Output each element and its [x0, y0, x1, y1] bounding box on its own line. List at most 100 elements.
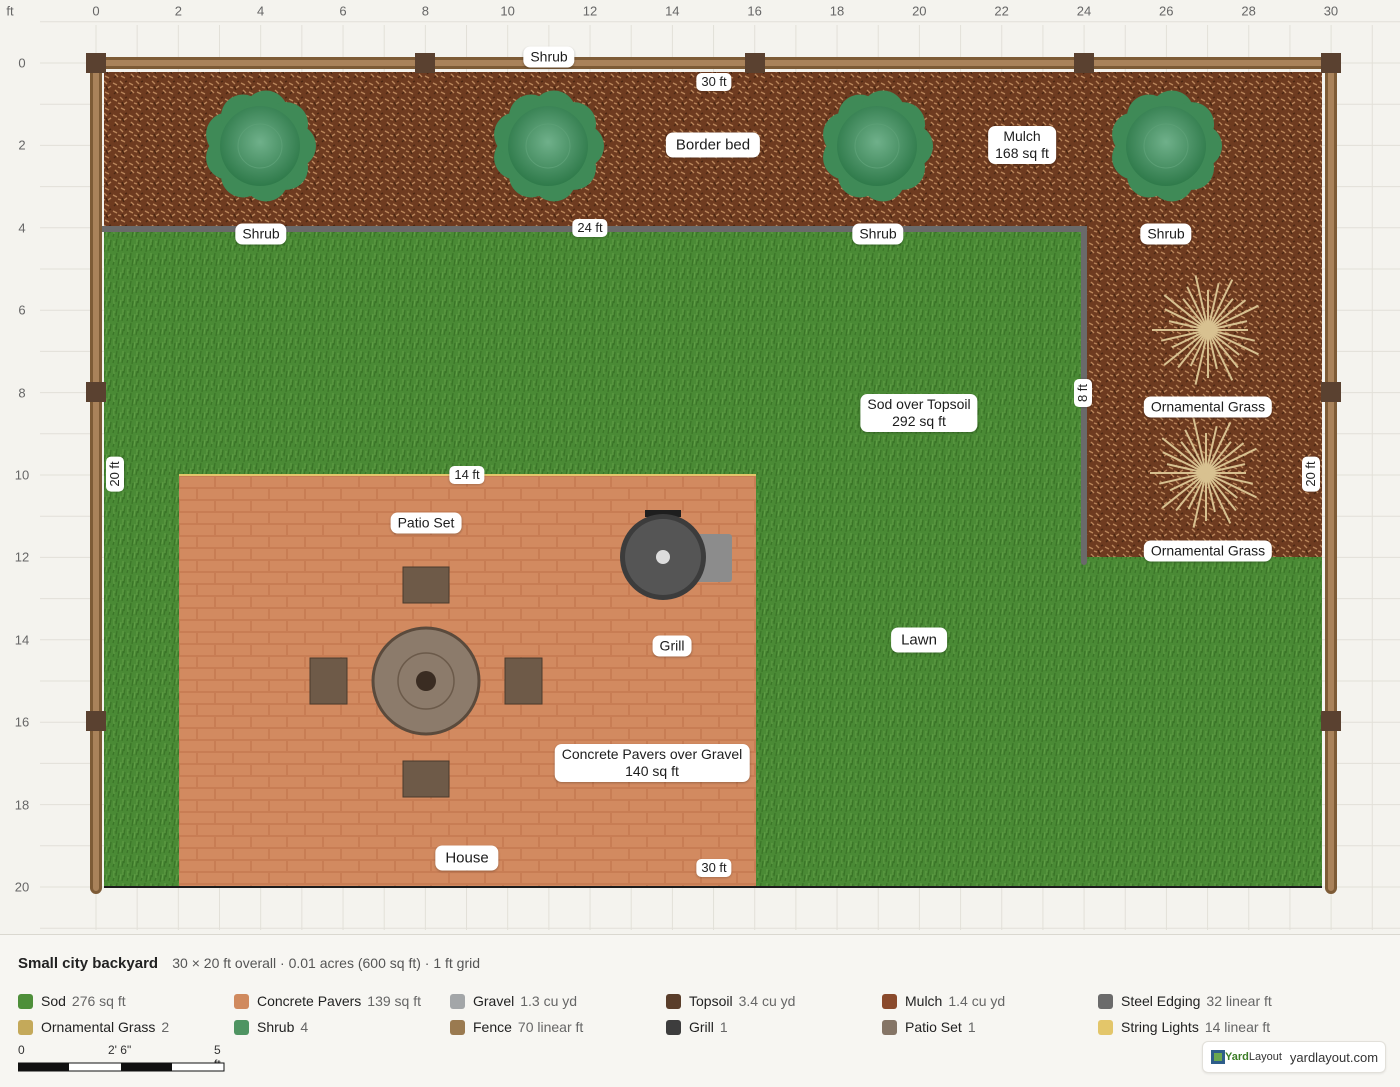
- y-axis-tick: 0: [18, 55, 26, 71]
- scale-start: 0: [18, 1043, 25, 1057]
- y-axis-tick: 2: [18, 137, 26, 153]
- x-axis-tick: 8: [421, 3, 429, 19]
- border-bed-label: Border bed: [665, 132, 761, 158]
- ornamental-grass-icon: [1150, 418, 1257, 528]
- patio-set-label: Patio Set: [390, 512, 462, 534]
- pavers-area: 140 sq ft: [625, 763, 679, 779]
- plan-title: Small city backyard: [18, 955, 159, 972]
- brand-logo-green: Yard: [1225, 1051, 1249, 1063]
- legend-item: Gravel 1.3 cu yd: [450, 993, 577, 1009]
- legend-value: 14 linear ft: [1204, 1019, 1271, 1035]
- legend-value: 276 sq ft: [71, 993, 126, 1009]
- y-axis-tick: 4: [18, 220, 26, 236]
- dimension-patio-width: 14 ft: [449, 466, 485, 484]
- mulch-border-bed: [104, 72, 1322, 557]
- units-label: ft: [6, 3, 14, 19]
- y-axis-tick: 8: [18, 385, 26, 401]
- sod-label: Sod over Topsoil 292 sq ft: [860, 394, 978, 432]
- x-axis-tick: 14: [665, 3, 680, 19]
- dimension-bottom: 30 ft: [696, 859, 732, 877]
- x-axis-tick: 20: [912, 3, 927, 19]
- legend-name: Ornamental Grass: [41, 1019, 156, 1035]
- legend-name: Topsoil: [689, 993, 733, 1009]
- x-axis-tick: 18: [829, 3, 845, 19]
- mulch-title: Mulch: [1003, 128, 1041, 144]
- sod-title: Sod over Topsoil: [867, 396, 971, 412]
- legend-item: Shrub 4: [234, 1019, 308, 1035]
- legend-item: String Lights 14 linear ft: [1098, 1019, 1270, 1035]
- y-axis-tick: 6: [18, 302, 26, 318]
- x-axis-tick: 6: [339, 3, 347, 19]
- legend-name: Patio Set: [905, 1019, 962, 1035]
- ornamental-grass-label-2: Ornamental Grass: [1143, 540, 1273, 562]
- legend-swatch: [18, 993, 33, 1009]
- dimension-edging-horizontal: 24 ft: [572, 219, 608, 237]
- legend-value: 70 linear ft: [517, 1019, 584, 1035]
- legend-name: String Lights: [1121, 1019, 1199, 1035]
- ornamental-grass-icon: [1152, 275, 1259, 385]
- legend-name: Concrete Pavers: [257, 993, 362, 1009]
- legend-swatch: [1098, 1019, 1113, 1035]
- y-axis-tick: 10: [14, 467, 30, 483]
- x-axis-tick: 4: [257, 3, 265, 19]
- shrub-label-top: Shrub: [523, 46, 575, 68]
- legend-name: Grill: [689, 1019, 714, 1035]
- shrub-label-3: Shrub: [1140, 223, 1192, 245]
- shrub-icon: [823, 90, 933, 202]
- legend-item: Patio Set 1: [882, 1019, 976, 1035]
- fence: [86, 53, 1341, 894]
- legend-swatch: [18, 1019, 33, 1035]
- legend-name: Mulch: [905, 993, 943, 1009]
- legend-name: Gravel: [473, 993, 515, 1009]
- shrub-icon: [494, 90, 604, 202]
- y-axis-tick: 18: [14, 797, 30, 813]
- shrub-icon: [1112, 90, 1222, 202]
- legend-value: 139 sq ft: [367, 993, 421, 1009]
- dimension-edging-vertical: 8 ft: [1074, 378, 1092, 408]
- ornamental-grass-label-1: Ornamental Grass: [1143, 396, 1273, 418]
- shrub-label-2: Shrub: [852, 223, 904, 245]
- legend-item: Sod 276 sq ft: [18, 993, 126, 1009]
- sod-area: 292 sq ft: [892, 413, 946, 429]
- x-axis-tick: 24: [1076, 3, 1092, 19]
- legend-swatch: [666, 1019, 681, 1035]
- scale-bar: 0 2' 6" 5 ft: [18, 1043, 228, 1077]
- plan-title-row: Small city backyard 30 × 20 ft overall ·…: [18, 955, 480, 972]
- grill-label: Grill: [652, 635, 692, 657]
- legend-value: 1: [967, 1019, 976, 1035]
- legend-swatch: [234, 1019, 249, 1035]
- legend-value: 4: [300, 1019, 309, 1035]
- brand-url[interactable]: yardlayout.com: [1289, 1049, 1379, 1065]
- x-axis-tick: 12: [582, 3, 598, 19]
- yard-logo-icon: [1211, 1050, 1225, 1064]
- house-label: House: [435, 845, 499, 871]
- x-axis-tick: 22: [994, 3, 1009, 19]
- dimension-left: 20 ft: [106, 456, 124, 492]
- mulch-area: 168 sq ft: [995, 145, 1049, 161]
- legend-value: 1.3 cu yd: [520, 993, 578, 1009]
- x-axis-tick: 0: [92, 3, 100, 19]
- lawn-label: Lawn: [891, 627, 947, 653]
- shrub-icon: [206, 90, 316, 202]
- legend-value: 32 linear ft: [1206, 993, 1272, 1009]
- legend-item: Grill 1: [666, 1019, 728, 1035]
- legend-item: Concrete Pavers 139 sq ft: [234, 993, 421, 1009]
- legend-name: Sod: [41, 993, 66, 1009]
- mulch-label: Mulch 168 sq ft: [988, 126, 1056, 164]
- steel-edging: [93, 226, 1087, 565]
- y-axis-tick: 14: [14, 632, 30, 648]
- legend-name: Shrub: [257, 1019, 295, 1035]
- pavers-title: Concrete Pavers over Gravel: [561, 746, 743, 762]
- patio-set-icon: [309, 566, 543, 798]
- y-axis-tick: 20: [14, 879, 30, 895]
- legend-value: 1: [719, 1019, 728, 1035]
- grill-icon: [620, 510, 732, 600]
- legend-swatch: [882, 993, 897, 1009]
- x-axis-tick: 28: [1241, 3, 1256, 19]
